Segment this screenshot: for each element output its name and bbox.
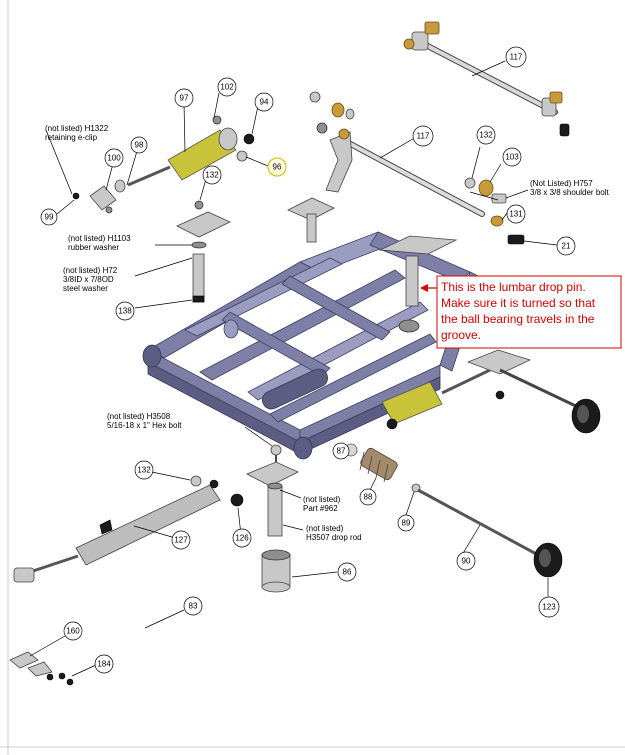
- svg-text:21: 21: [562, 242, 571, 251]
- callout-89: 89: [397, 514, 415, 532]
- callout-86: 86: [337, 562, 357, 582]
- svg-text:138: 138: [118, 307, 132, 316]
- svg-text:131: 131: [509, 210, 523, 219]
- label-h757-line2: 3/8 x 3/8 shoulder bolt: [530, 188, 609, 197]
- svg-text:132: 132: [205, 171, 219, 180]
- hardware-right: [464, 177, 525, 245]
- lumbar-pin-note: This is the lumbar drop pin. Make sure i…: [436, 275, 622, 349]
- main-seat-frame: [142, 231, 483, 460]
- mount-bracket-center: [287, 197, 335, 243]
- callout-100: 100: [104, 148, 124, 168]
- callout-132-lower: 132: [134, 460, 154, 480]
- callout-123: 123: [538, 596, 560, 618]
- callout-98: 98: [130, 136, 148, 154]
- label-h3507-line2: H3507 drop rod: [306, 533, 362, 542]
- callout-21: 21: [556, 236, 576, 256]
- spring-88: [359, 447, 398, 483]
- svg-text:89: 89: [402, 519, 411, 528]
- screws-184: [46, 672, 74, 686]
- label-h757-line1: (Not Listed) H757: [530, 179, 593, 188]
- svg-text:96: 96: [273, 163, 282, 172]
- label-h3507-line1: (not listed): [306, 524, 344, 533]
- callout-99: 99: [40, 208, 58, 226]
- drop-rod-h3507: [267, 482, 283, 537]
- callout-87: 87: [332, 442, 350, 460]
- mount-bracket-left: [176, 200, 231, 303]
- rod-117-lower: [309, 91, 485, 217]
- label-h3508-line2: 5/16-18 x 1" Hex bolt: [107, 421, 182, 430]
- svg-text:102: 102: [220, 83, 234, 92]
- gas-cylinder-127: [13, 475, 244, 583]
- callout-88: 88: [359, 488, 377, 506]
- callout-138: 138: [115, 301, 135, 321]
- note-line1: This is the lumbar drop pin.: [441, 280, 586, 294]
- callout-96: 96: [267, 157, 287, 177]
- bushing-86: [261, 549, 291, 593]
- callout-117-upper: 117: [505, 46, 527, 68]
- callout-103: 103: [502, 147, 522, 167]
- svg-text:97: 97: [180, 94, 189, 103]
- label-h3508-line1: (not listed) H3508: [107, 412, 171, 421]
- svg-text:100: 100: [107, 154, 121, 163]
- leader-lines: [29, 60, 558, 677]
- svg-text:88: 88: [364, 493, 373, 502]
- rod-117-upper: [403, 21, 570, 137]
- label-h1322-line1: (not listed) H1322: [45, 124, 109, 133]
- callout-90: 90: [456, 551, 476, 571]
- gas-cylinder-right: [381, 349, 601, 434]
- release-rod-90: [417, 488, 563, 578]
- callout-117-lower: 117: [412, 125, 434, 147]
- label-h1103-line1: (not listed) H1103: [68, 234, 131, 243]
- callout-132-left: 132: [202, 165, 222, 185]
- note-line2: Make sure it is turned so that: [441, 296, 596, 310]
- svg-text:126: 126: [235, 534, 249, 543]
- svg-text:132: 132: [479, 131, 493, 140]
- note-line3: the ball bearing travels in the: [441, 312, 595, 326]
- lumbar-drop-pin: [378, 235, 458, 333]
- callout-160: 160: [63, 621, 83, 641]
- svg-text:87: 87: [337, 447, 346, 456]
- svg-text:90: 90: [462, 557, 471, 566]
- svg-text:86: 86: [343, 568, 352, 577]
- gas-cylinder-97: [114, 115, 255, 193]
- callout-97: 97: [174, 88, 194, 108]
- svg-text:99: 99: [45, 213, 54, 222]
- label-h72-line3: steel washer: [63, 284, 108, 293]
- callout-83: 83: [183, 596, 203, 616]
- callout-126: 126: [232, 528, 252, 548]
- svg-text:98: 98: [135, 141, 144, 150]
- label-part962-line1: (not listed): [303, 495, 341, 504]
- svg-text:117: 117: [417, 132, 430, 141]
- label-part962-line2: Part #962: [303, 504, 338, 513]
- callout-127: 127: [171, 530, 191, 550]
- callout-102: 102: [217, 77, 237, 97]
- callout-184: 184: [94, 654, 114, 674]
- callout-94: 94: [254, 92, 274, 112]
- svg-text:83: 83: [189, 602, 198, 611]
- svg-text:132: 132: [137, 466, 151, 475]
- svg-text:117: 117: [510, 53, 523, 62]
- svg-text:94: 94: [260, 98, 269, 107]
- svg-text:127: 127: [174, 536, 188, 545]
- note-line4: groove.: [441, 328, 481, 342]
- label-h72-line1: (not listed) H72: [63, 266, 118, 275]
- part-962-bracket: [246, 461, 299, 487]
- label-h1322-line2: retaining e-clip: [45, 133, 98, 142]
- callout-132-right: 132: [476, 125, 496, 145]
- svg-text:123: 123: [542, 603, 556, 612]
- svg-text:184: 184: [97, 660, 111, 669]
- label-h1103-line2: rubber washer: [68, 243, 119, 252]
- label-h72-line2: 3/8ID x 7/8OD: [63, 275, 114, 284]
- callout-131: 131: [506, 204, 526, 224]
- svg-text:103: 103: [505, 153, 519, 162]
- svg-text:160: 160: [66, 627, 80, 636]
- clevis-100: [72, 185, 117, 214]
- clip-160: [9, 651, 53, 677]
